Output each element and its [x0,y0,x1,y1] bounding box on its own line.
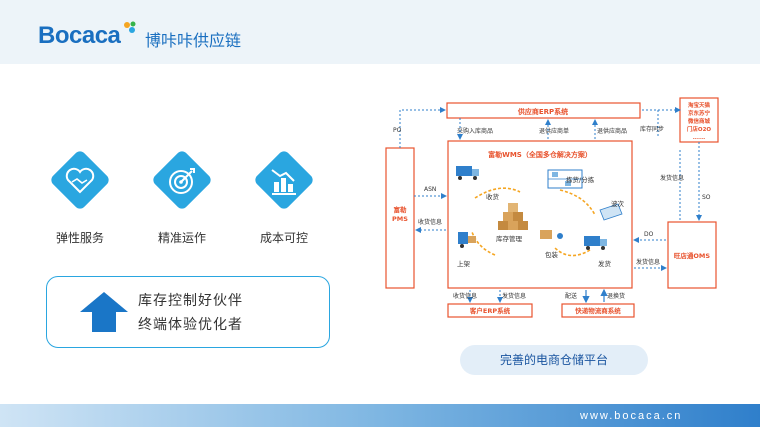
label-ship-info2: 发货信息 [636,258,660,266]
label-ship: 发货 [598,259,612,268]
label-recv-info: 收货信息 [418,218,442,226]
truck-wheel [473,176,477,180]
pack-icon [540,230,563,239]
cycle-arrow [471,231,496,256]
erp-item-return-goods: 退供应商品 [597,127,627,135]
ship-truck-icon [584,236,607,250]
truck-body [584,236,600,246]
truck-cab [600,239,607,246]
label-inventory: 库存管理 [496,234,523,243]
inventory-boxes-icon [498,203,528,230]
wave-icon [599,203,623,221]
footer-bar [0,404,760,427]
oms-box [667,221,717,289]
feature-elastic [48,148,112,212]
cost-chart-icon [255,151,313,209]
label-so: SO [702,194,711,201]
feature-label-elastic: 弹性服务 [55,231,104,245]
up-arrow-icon [80,292,128,332]
flow-connectors [399,107,702,303]
wms-cycle-arrows [471,187,596,257]
label-pack: 包装 [545,250,559,259]
brand-name: 博咔咔供应链 [145,31,242,50]
platform-item: 淘宝天猫 [688,101,711,109]
pack-worker [557,233,563,239]
bocaca-logo: Bocaca [38,22,121,49]
pack-box [540,230,552,239]
pms-label-line: 富勒 [394,205,408,214]
platform-list: 淘宝天猫 京东苏宁 微信商城 门店O2O ...... [687,101,712,141]
stock-box [503,212,513,221]
label-stock-sync: 库存同步 [640,125,664,133]
feature-precise [150,148,214,212]
feature-label-precise: 精准运作 [157,231,206,245]
rack-box [552,172,558,177]
label-recv-info2: 收货信息 [453,292,477,300]
supplier-erp-box [446,102,641,119]
customer-erp-box [447,303,533,318]
wms-box [447,140,633,289]
stock-box [513,212,523,221]
rack-box [565,181,571,186]
receive-truck-icon [456,166,479,180]
cycle-arrow [474,187,521,199]
label-ship-info: 发货信息 [660,174,684,182]
handshake-heart-icon [51,151,109,209]
shelve-forklift-icon [458,232,476,248]
wms-title: 富勒WMS（全国多仓解决方案） [488,150,592,159]
stock-box [498,221,508,230]
platform-item: 微信商城 [687,117,711,125]
stock-box [508,203,518,212]
express-box [561,303,635,318]
label-po: PO [393,127,402,134]
platform-caption: 完善的电商仓储平台 [460,345,648,375]
label-pick: 拣货/分拣 [566,175,595,184]
supplier-erp-label: 供应商ERP系统 [517,107,568,116]
feature-label-cost: 成本可控 [259,231,308,245]
pms-label-line: PMS [392,215,408,223]
pms-box [385,147,415,289]
label-asn: ASN [424,186,436,193]
stock-box [518,221,528,230]
truck-body [456,166,472,176]
forklift-wheel [460,244,464,248]
logo-dots-icon [124,21,136,33]
platform-item: 京东苏宁 [688,109,711,117]
label-shelve: 上架 [457,259,471,268]
label-do: DO [644,231,654,238]
forklift-load [468,236,476,243]
label-return: 退换货 [607,292,625,300]
connector-po [399,107,446,148]
truck-cab [472,169,479,176]
erp-item-return-order: 退供应商单 [539,127,569,135]
label-wave: 波次 [611,199,625,208]
platform-item: ...... [693,135,706,141]
website-url[interactable]: www.bocaca.cn [580,410,683,422]
solid-connectors [582,288,608,304]
truck-wheel [601,246,605,250]
inventory-line-1: 库存控制好伙伴 [138,293,243,309]
forklift-body [458,232,468,244]
express-label: 快递物流商系统 [575,306,621,315]
cycle-arrow [559,189,596,216]
wave-shape [599,203,623,221]
customer-erp-label: 客户ERP系统 [469,306,511,315]
pick-rack-icon [547,169,583,189]
stock-box [508,221,518,230]
label-ship-info3: 发货信息 [502,292,526,300]
erp-item-purchase: 采购入库商品 [457,127,493,135]
oms-label: 旺店通OMS [674,251,710,260]
target-arrow-icon [153,151,211,209]
label-delivery: 配送 [565,292,577,300]
truck-wheel [586,246,590,250]
label-receive: 收货 [486,192,500,201]
truck-wheel [458,176,462,180]
inventory-line-2: 终端体验优化者 [138,317,243,333]
feature-cost [252,148,316,212]
platform-item: 门店O2O [687,125,712,133]
header-band [0,0,760,64]
